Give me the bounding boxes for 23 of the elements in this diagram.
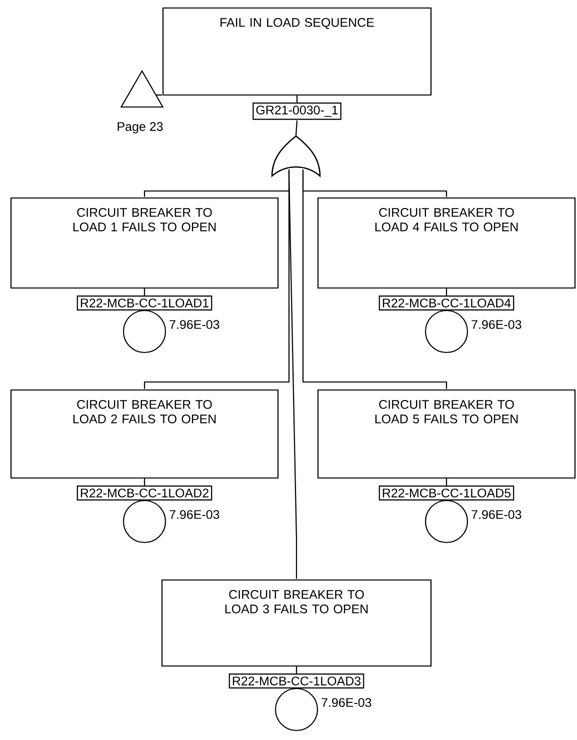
probability-value: 7.96E-03 — [472, 510, 522, 519]
event-box: CIRCUIT BREAKER TO LOAD 4 FAILS TO OPEN — [317, 197, 576, 289]
page-reference: Page 23 — [118, 122, 163, 134]
probability-value: 7.96E-03 — [322, 698, 372, 707]
event-id-label: R22-MCB-CC-1LOAD1 — [76, 288, 212, 310]
event-box: CIRCUIT BREAKER TO LOAD 3 FAILS TO OPEN — [161, 579, 432, 667]
event-box: FAIL IN LOAD SEQUENCE — [162, 7, 432, 96]
connector-line — [302, 170, 448, 389]
probability-value: 7.96E-03 — [472, 320, 522, 329]
or-gate — [271, 135, 321, 177]
event-box: CIRCUIT BREAKER TO LOAD 1 FAILS TO OPEN — [10, 197, 279, 289]
event-id-label: R22-MCB-CC-1LOAD2 — [76, 478, 212, 500]
probability-value: 7.96E-03 — [170, 510, 220, 519]
event-box: CIRCUIT BREAKER TO LOAD 5 FAILS TO OPEN — [317, 389, 576, 479]
connector-line — [295, 120, 298, 136]
connector-line — [156, 94, 162, 96]
event-id-label: R22-MCB-CC-1LOAD3 — [228, 666, 364, 688]
event-id-label: R22-MCB-CC-1LOAD4 — [378, 288, 514, 310]
connector-line — [288, 170, 298, 579]
event-id-label: GR21-0030-_1 — [252, 96, 342, 120]
event-box: CIRCUIT BREAKER TO LOAD 2 FAILS TO OPEN — [10, 389, 279, 479]
probability-value: 7.96E-03 — [170, 320, 220, 329]
event-id-label: R22-MCB-CC-1LOAD5 — [378, 478, 514, 500]
